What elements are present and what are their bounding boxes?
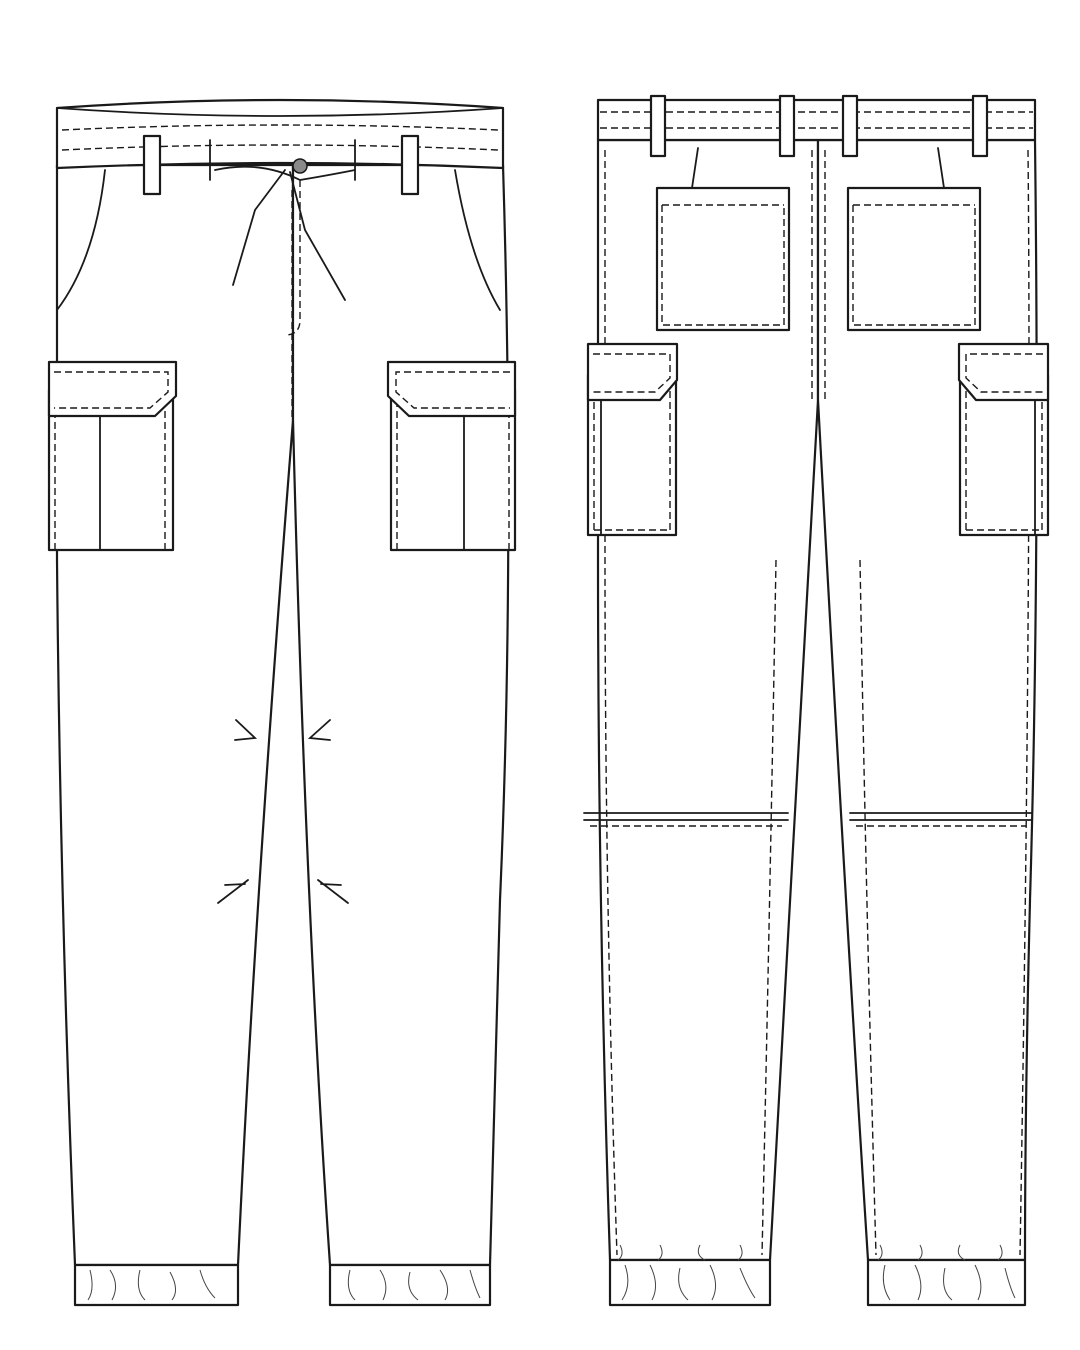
knee-darts — [217, 719, 349, 904]
belt-loop — [400, 134, 420, 196]
seam-stitching — [604, 149, 1030, 1256]
pocket-stitching — [593, 380, 671, 531]
belt-loop — [971, 94, 989, 158]
front-view — [47, 98, 517, 1307]
elastic-gathers — [87, 1269, 481, 1301]
front-waistband — [55, 98, 505, 170]
waistband-inner-edge — [56, 107, 504, 117]
front-leg-left — [55, 163, 295, 1267]
cargo-pocket-right — [958, 373, 1050, 537]
cargo-pocket-left — [586, 373, 678, 537]
waistband-stitching — [600, 111, 1033, 129]
knee-seam — [583, 812, 1033, 821]
cuff-left — [608, 1258, 772, 1307]
flap-stitching — [593, 353, 671, 393]
back-waistband — [596, 98, 1037, 142]
cuff-left — [73, 1263, 240, 1307]
fly-stitching — [284, 180, 301, 420]
pocket-stitching — [852, 204, 976, 326]
back-pocket-right — [846, 186, 982, 332]
cargo-flap-left — [586, 342, 679, 402]
back-pocket-left — [655, 186, 791, 332]
cuff-right — [866, 1258, 1027, 1307]
flap-stitching — [965, 353, 1043, 393]
flap-stitching — [54, 371, 169, 409]
elastic-gathers — [617, 1244, 1016, 1301]
flap-stitching — [395, 371, 510, 409]
pocket-stitching — [396, 395, 510, 550]
side-pocket-opening — [56, 169, 501, 311]
button-icon — [292, 158, 308, 174]
pocket-stitching — [54, 395, 166, 550]
front-leg-right — [291, 163, 510, 1267]
cuff-right — [328, 1263, 492, 1307]
cargo-flap-right — [386, 360, 517, 418]
pocket-stitching — [661, 204, 785, 326]
back-view — [583, 94, 1050, 1307]
belt-loop — [142, 134, 162, 196]
waistband-stitching — [61, 124, 499, 151]
pocket-stitching — [965, 380, 1043, 531]
drawcord-channel — [214, 165, 356, 181]
belt-loop — [649, 94, 667, 158]
belt-loop — [841, 94, 859, 158]
cargo-flap-right — [957, 342, 1050, 402]
fly-tab — [209, 139, 356, 181]
belt-loop — [778, 94, 796, 158]
back-dart — [691, 147, 945, 189]
cargo-flap-left — [47, 360, 178, 418]
drawcord — [232, 169, 346, 301]
